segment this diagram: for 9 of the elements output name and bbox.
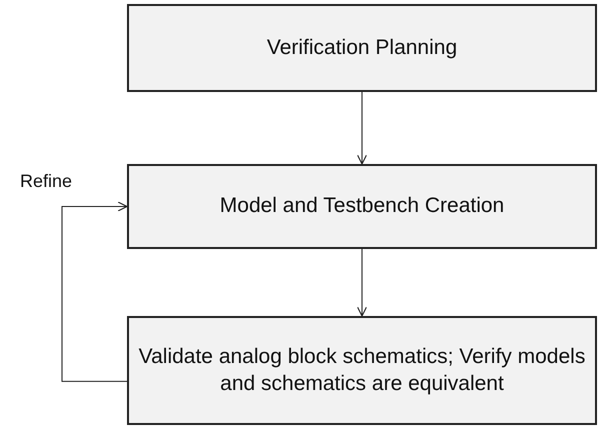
arrow: [62, 201, 128, 382]
box-label: Validate analog block schematics; Verify models and schematics are equivalent: [138, 344, 586, 396]
process-box: [127, 316, 597, 425]
arrow: [356, 248, 368, 317]
process-box: [127, 164, 597, 249]
box-label: Model and Testbench Creation: [220, 193, 504, 220]
process-box: [127, 4, 597, 92]
box-label: Verification Planning: [266, 34, 458, 61]
arrow: [356, 92, 368, 165]
